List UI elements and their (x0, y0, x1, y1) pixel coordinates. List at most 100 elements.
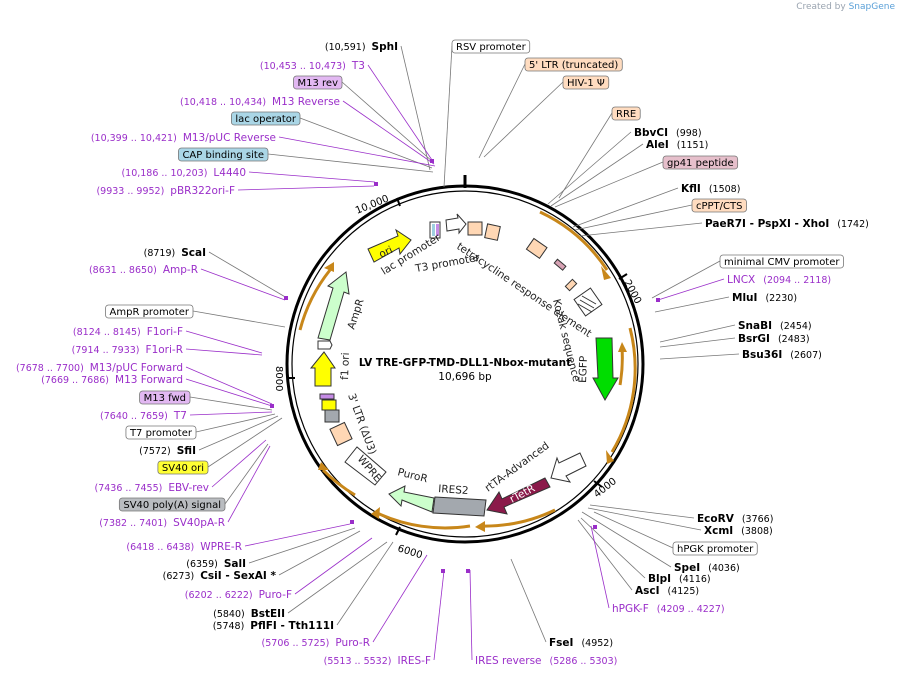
label-xcmi-17-pos: (3808) (741, 526, 773, 537)
snapgene-brand: SnapGene (848, 2, 895, 12)
f1-ori-arrow (309, 351, 336, 387)
credit-prefix: Created by (796, 2, 846, 12)
cppt-box (564, 278, 578, 292)
label-gp41-peptide-6: gp41 peptide (667, 158, 734, 169)
label-sv40-ori-20: SV40 ori (162, 463, 204, 474)
ltr5-box (467, 221, 483, 236)
feature-ori: ori (367, 228, 412, 263)
plasmid-name: LV TRE-GFP-TMD-DLL1-Nbox-mutant (359, 357, 571, 369)
label-ebv-rev-21-pos: (7436 .. 7455) (95, 483, 163, 494)
feature-ampr-promoter (317, 340, 333, 350)
label-scai-9-leader (208, 251, 288, 299)
orf-arrows (298, 210, 637, 530)
label-f1ori-r-13-name: F1ori-R (146, 344, 183, 356)
label-xcmi-17-leader (587, 507, 702, 531)
label-t7-promoter-18-box (125, 425, 197, 440)
label-sali-25-pos: (6359) (186, 559, 218, 570)
label-bbvci-4-pos: (998) (676, 128, 702, 139)
primer-site-mark (270, 404, 274, 408)
orf-arrow-7 (618, 347, 624, 386)
label-t7-promoter-18: T7 promoter (129, 428, 193, 439)
label-m13-reverse-3-pos: (10,418 .. 10,434) (180, 97, 266, 108)
label-m13-fwd-16-leader (189, 396, 273, 411)
label-m13-puc-forward-14-pos: (7678 .. 7700) (16, 363, 84, 374)
label-rsv-promoter-0: RSV promoter (456, 42, 527, 53)
gp41-box (553, 258, 567, 271)
label-mlui-12-leader (654, 296, 730, 313)
label-csii-sexai-26-leader (278, 530, 361, 576)
plasmid-length: 10,696 bp (438, 371, 492, 383)
label-bsu36i-15-pos: (2607) (790, 350, 822, 361)
label-5-ltr-truncated-1-box (524, 57, 623, 72)
orf-arrow-1 (539, 210, 609, 271)
label-bsu36i-15-leader (659, 353, 740, 360)
label-hiv-1-2-box (562, 75, 610, 90)
tick-label-4000: 4000 (592, 476, 619, 500)
label-pbr322ori-f-8-name: pBR322ori-F (170, 185, 235, 197)
tre-stripes (577, 295, 597, 313)
label-ecorv-16-name: EcoRV (697, 513, 735, 525)
ampr-arrow (317, 271, 350, 341)
tick-mark-4000 (593, 480, 603, 488)
feature-labels: SphI(10,591)T3(10,453 .. 10,473)M13 revM… (16, 39, 869, 667)
label-cap-binding-site-6: CAP binding site (182, 150, 264, 161)
label-lac-operator-4: lac operator (235, 114, 296, 125)
label-m13-rev-2: M13 rev (298, 78, 339, 89)
label-bsu36i-15-name: Bsu36I (742, 349, 782, 361)
label-puro-r-30-leader (372, 554, 428, 643)
rtetr-arrow (486, 477, 551, 515)
label-m13-fwd-16-box (139, 390, 191, 405)
backbone-inner (291, 190, 639, 538)
label-t7-promoter-18-leader (195, 413, 276, 433)
label-asci-21-name: AscI (635, 585, 660, 597)
label-wpre-r-24-name: WPRE-R (200, 541, 242, 553)
label-amp-r-10-leader (200, 268, 286, 301)
label-blpi-20-pos: (4116) (679, 574, 711, 585)
label-ires-reverse-24-pos: (5286 .. 5303) (550, 656, 618, 667)
label-pbr322ori-f-8-pos: (9933 .. 9952) (96, 186, 164, 197)
tick-mark-2000 (618, 273, 628, 280)
label-bsteii-28-pos: (5840) (213, 609, 245, 620)
label-sphi-0-name: SphI (372, 41, 398, 53)
label-hpgk-f-22-name: hPGK-F (612, 603, 649, 615)
label-hiv-1-2: HIV-1 Ψ (567, 78, 605, 89)
label-sfii-19-name: SfiI (177, 445, 196, 457)
orf-arrow-4 (374, 510, 471, 530)
tick-label-6000: 6000 (396, 543, 424, 561)
primer-site-mark (430, 159, 434, 163)
label-t7-17-name: T7 (173, 410, 187, 422)
label-ires-f-31-pos: (5513 .. 5532) (324, 656, 392, 667)
rre-box (525, 237, 548, 260)
label-m13-puc-reverse-5-leader (278, 136, 436, 167)
label-l4440-7-pos: (10,186 .. 10,203) (121, 168, 207, 179)
label-snabi-13-pos: (2454) (780, 321, 812, 332)
label-t7-17-leader (189, 411, 273, 416)
label-fsei-23-pos: (4952) (581, 638, 613, 649)
label-puro-f-27-leader (294, 537, 373, 595)
primer-site-mark (350, 520, 354, 524)
label-ecorv-16-pos: (3766) (742, 514, 774, 525)
label-cap-binding-site-6-box (178, 147, 269, 162)
label-gp41-peptide-6-leader (554, 161, 664, 208)
primer-site-mark (656, 298, 660, 302)
snapgene-credit: Created by SnapGene (796, 2, 895, 12)
label-csii-sexai-26-pos: (6273) (163, 571, 195, 582)
label-asci-21-pos: (4125) (668, 586, 700, 597)
primer-site-mark (593, 525, 597, 529)
label-puro-r-30-name: Puro-R (335, 637, 370, 649)
label-lncx-11-pos: (2094 .. 2118) (763, 275, 831, 286)
label-f1ori-r-13-leader (185, 348, 263, 356)
orf-arrowhead-6 (324, 262, 334, 272)
orf-arrow-5 (321, 468, 356, 497)
label-minimal-cmv-promoter-10: minimal CMV promoter (724, 257, 840, 268)
feature-wpre: WPRE (344, 446, 387, 486)
t7-box (319, 393, 335, 400)
feature-ires2: IRES2 (432, 483, 487, 517)
label-scai-9-pos: (8719) (144, 248, 176, 259)
tick-mark-6000 (395, 526, 401, 536)
label-m13-fwd-16: M13 fwd (144, 393, 186, 404)
label-lncx-11-leader (657, 278, 725, 301)
label-ampr-promoter-11: AmpR promoter (110, 307, 190, 318)
lac-operator-box (432, 224, 435, 236)
